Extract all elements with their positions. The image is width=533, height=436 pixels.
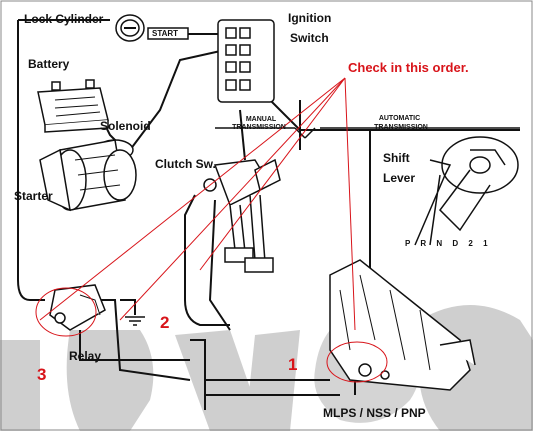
lock-cylinder-label: Lock Cylinder (24, 12, 104, 26)
automatic-transmission (329, 259, 476, 391)
relay-callout-circle (35, 287, 97, 337)
starter-solenoid (39, 139, 137, 212)
battery-label: Battery (28, 57, 70, 71)
automatic-transmission-label-line2: TRANSMISSION (374, 124, 428, 131)
lock-cylinder (115, 14, 189, 42)
manual-transmission-label-line2: TRANSMISSION (232, 124, 286, 131)
ignition-switch-label-line2: Switch (290, 31, 329, 45)
ignition-switch-label-line1: Ignition (288, 11, 332, 25)
start-label: START (152, 29, 179, 38)
step-3-marker: 3 (37, 365, 47, 384)
starter-label: Starter (14, 189, 53, 203)
mlps-callout-circle (326, 341, 388, 383)
step-1-marker: 1 (288, 355, 298, 374)
step-2-marker: 2 (160, 313, 170, 332)
check-order-callouts (35, 77, 388, 383)
steering-column (414, 136, 519, 246)
clutch-pedal-assembly (203, 158, 281, 273)
ground-symbol (125, 316, 145, 326)
battery (37, 79, 109, 133)
check-order-annotation: Check in this order. (348, 60, 469, 75)
solenoid-label: Solenoid (100, 119, 151, 133)
automatic-transmission-label-line1: AUTOMATIC (378, 115, 421, 122)
gear-indicator-label: P R N D 2 1 (405, 239, 492, 248)
manual-transmission-label-line1: MANUAL (245, 116, 277, 123)
shift-lever-label-line1: Shift (383, 151, 410, 165)
clutch-switch-label: Clutch Sw. (155, 157, 216, 171)
relay (49, 284, 106, 331)
ignition-switch (217, 19, 275, 103)
shift-lever-label-line2: Lever (383, 171, 416, 185)
relay-label: Relay (69, 349, 102, 363)
mlps-label: MLPS / NSS / PNP (323, 406, 426, 420)
